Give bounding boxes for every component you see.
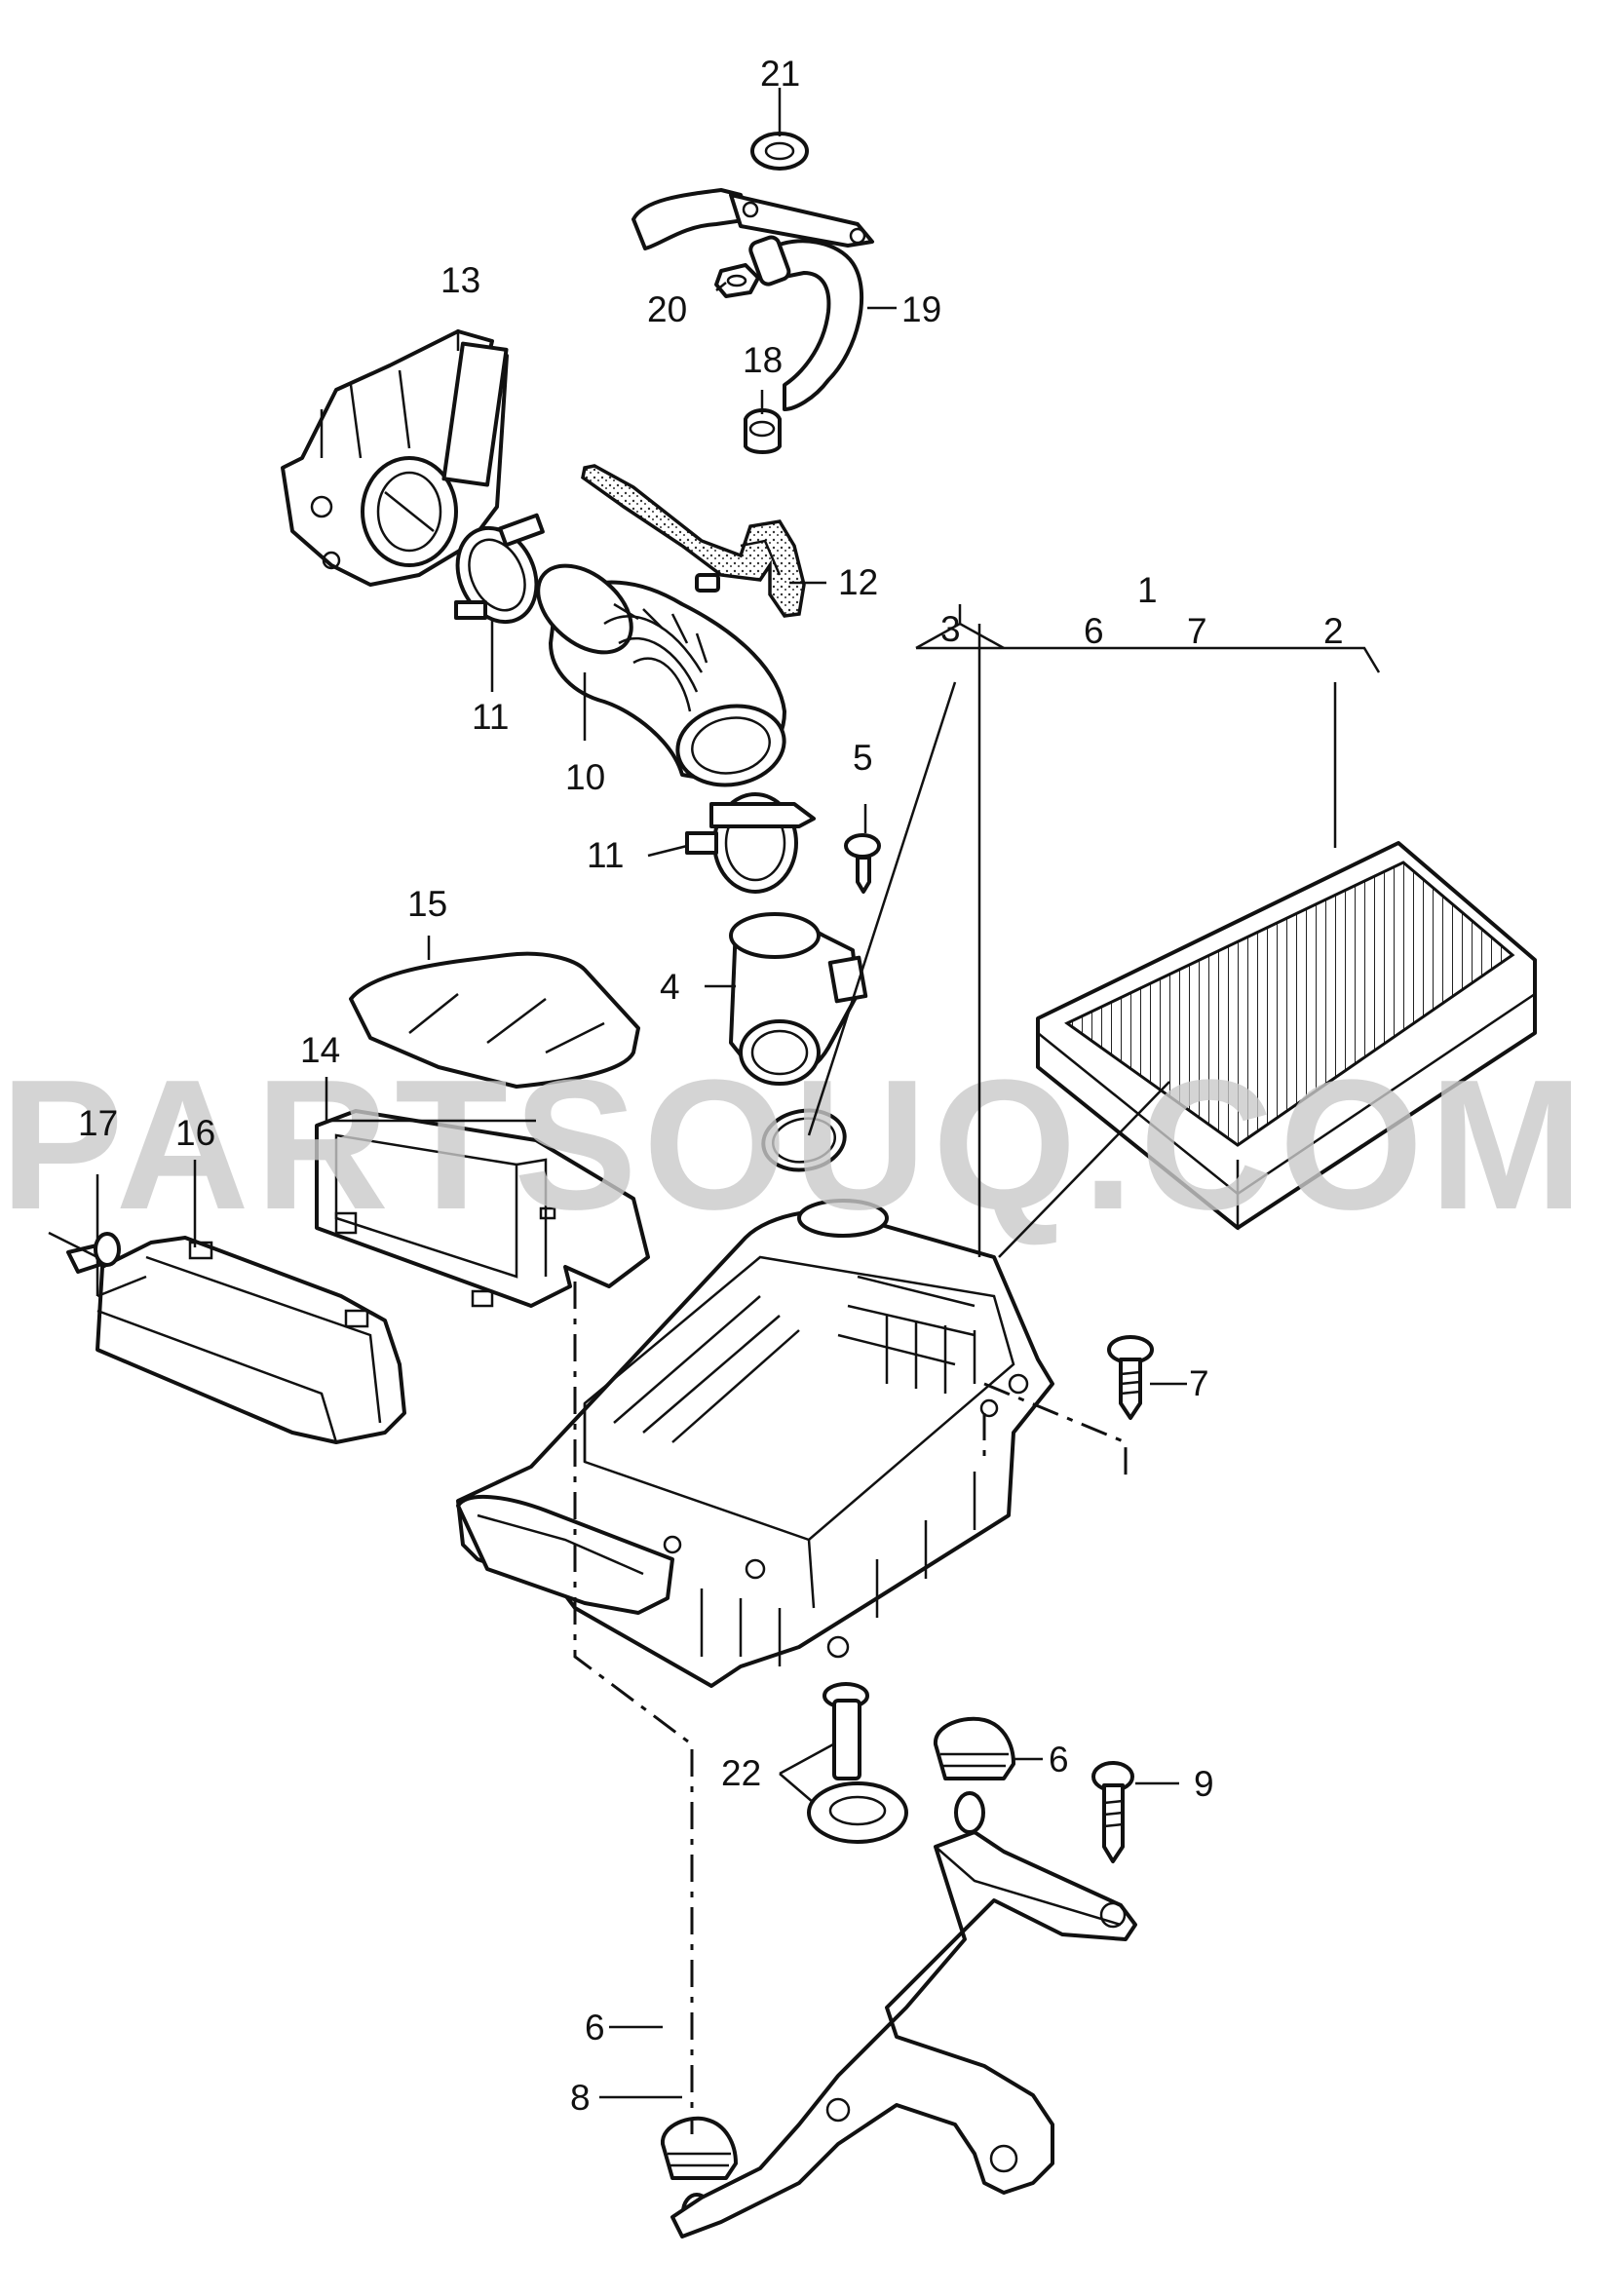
callout-14: 14	[300, 1030, 340, 1070]
callout-4: 4	[660, 967, 680, 1007]
dash-lines	[573, 1282, 1128, 2134]
callout-11a: 11	[472, 697, 509, 737]
part-7-bolt	[1107, 1335, 1154, 1420]
part-15-cover-plate	[349, 951, 640, 1089]
part-3-o-ring	[761, 1108, 847, 1172]
part-6-rubber-mount-upper	[934, 1716, 1015, 1834]
part-22-sleeve-grommet	[807, 1682, 908, 1844]
part-16-snorkel	[96, 1236, 406, 1444]
part-2-filter-element	[1036, 841, 1537, 1231]
callout-17: 17	[78, 1103, 118, 1143]
callout-11b: 11	[587, 835, 624, 875]
part-8-bracket	[670, 1830, 1137, 2239]
part-21-seal	[750, 132, 809, 171]
callout-9: 9	[1194, 1764, 1214, 1804]
callout-6b: 6	[1049, 1740, 1069, 1779]
part-14-air-duct	[315, 1109, 650, 1308]
part-9-bolt	[1091, 1761, 1134, 1863]
callout-19: 19	[901, 289, 941, 329]
part-12-vent-hose	[581, 464, 806, 618]
callout-13: 13	[440, 260, 480, 300]
callout-6a: 6	[1084, 611, 1104, 651]
callout-6c: 6	[585, 2008, 605, 2047]
callout-2: 2	[1323, 611, 1344, 651]
callout-18: 18	[743, 340, 783, 380]
part-11-clamp-lower	[685, 792, 816, 894]
callout-12: 12	[838, 562, 878, 602]
callout-7a: 7	[1187, 611, 1207, 651]
callout-20: 20	[647, 289, 687, 329]
callout-7b: 7	[1189, 1363, 1209, 1403]
part-18-clip	[744, 408, 782, 454]
callout-1: 1	[1137, 570, 1158, 610]
part-19-breather-hose	[631, 188, 874, 411]
part-5-screw	[844, 833, 881, 894]
callout-labels: 21 13 20 19 18 12 1 3 6 7 2 11 10 5 11 1…	[78, 54, 1344, 2118]
callout-3: 3	[940, 609, 961, 649]
callout-8: 8	[570, 2078, 591, 2118]
callout-10: 10	[565, 757, 605, 797]
part-13-throttle-body	[281, 329, 509, 587]
leader-lines	[48, 88, 1381, 2099]
callout-16: 16	[175, 1113, 215, 1153]
callout-15: 15	[407, 884, 447, 924]
part-11-clamp-upper	[454, 513, 545, 625]
part-1-filter-housing	[456, 1199, 1054, 1688]
callout-5: 5	[853, 738, 873, 778]
part-20-nut	[714, 263, 760, 298]
callout-21: 21	[760, 54, 800, 94]
watermark-text: PARTSOUQ.COM	[0, 1042, 1589, 1248]
part-10-intake-hose	[536, 563, 786, 787]
callout-22: 22	[721, 1753, 761, 1793]
